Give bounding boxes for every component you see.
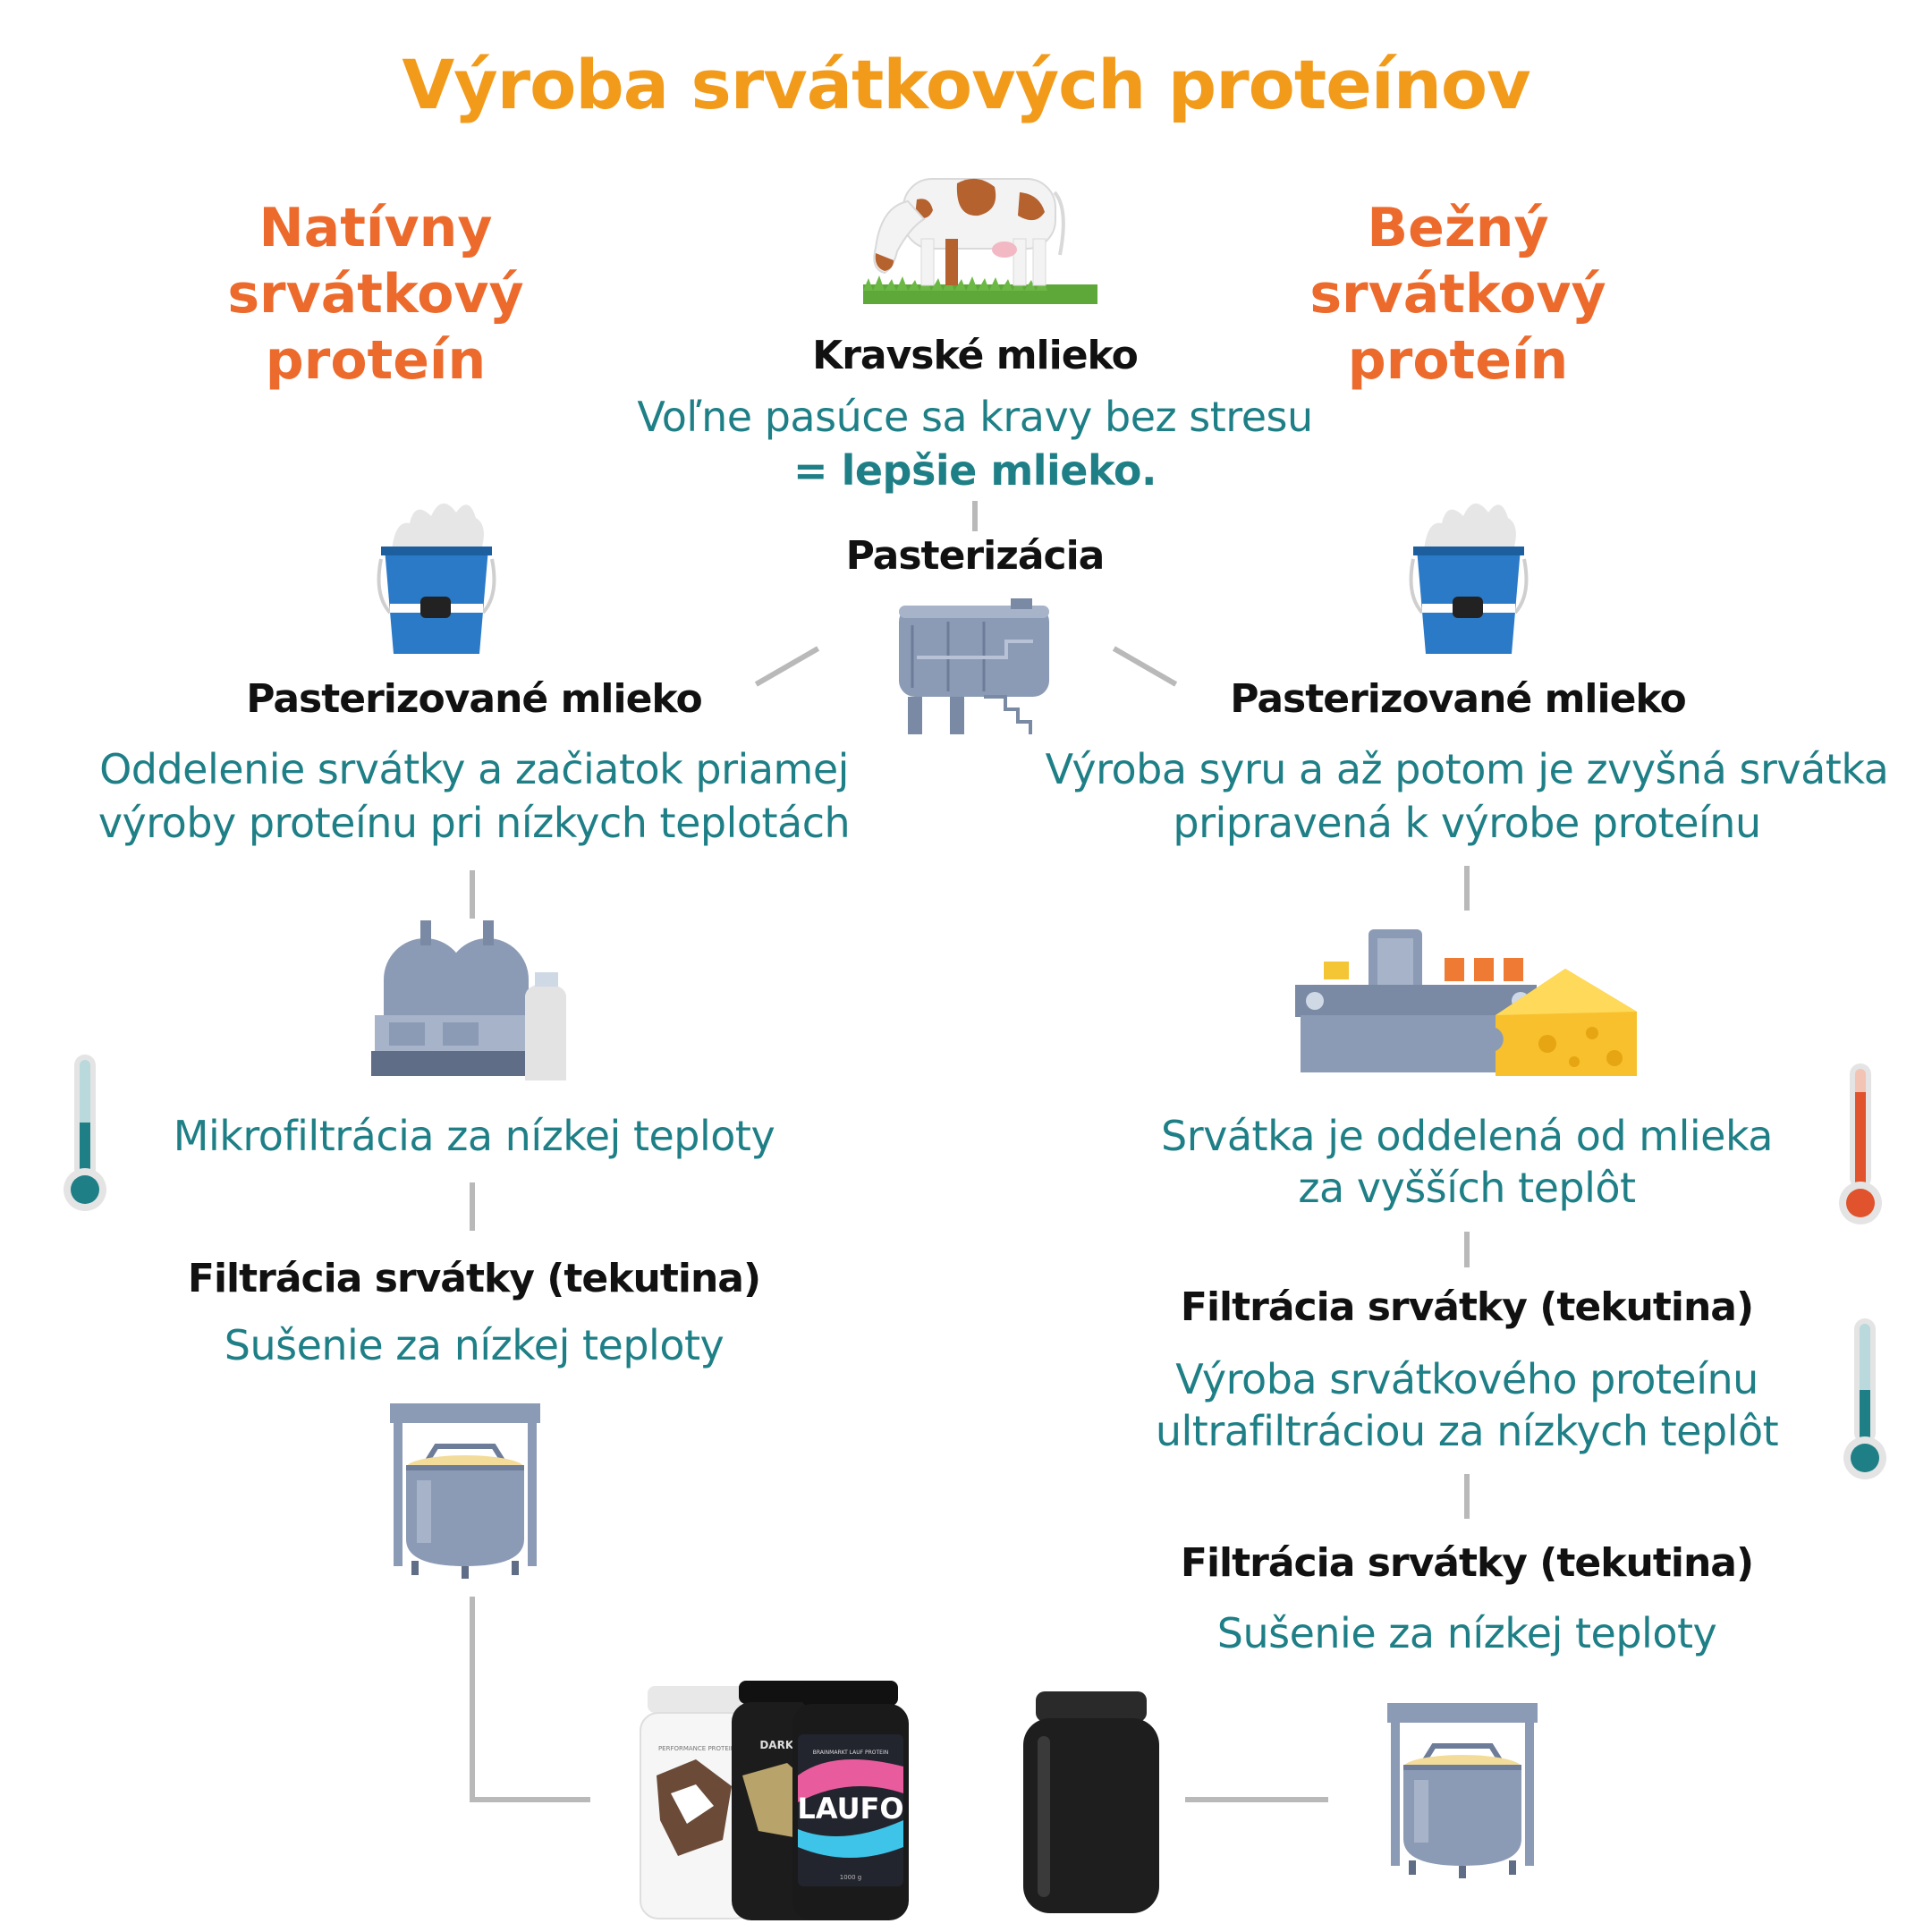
svg-text:LAUFO: LAUFO (797, 1792, 903, 1826)
milk-bucket-icon (377, 503, 496, 654)
connector (1464, 1232, 1470, 1267)
connector (470, 870, 475, 919)
connector (972, 501, 978, 531)
left-drying: Sušenie za nízkej teploty (224, 1321, 724, 1369)
right-drying: Sušenie za nízkej teploty (1216, 1609, 1717, 1657)
right-filtration-1: Filtrácia srvátky (tekutina) (1180, 1284, 1754, 1330)
right-separated-1: Srvátka je oddelená od mlieka (1161, 1112, 1773, 1160)
right-filtration-2: Filtrácia srvátky (tekutina) (1180, 1540, 1754, 1586)
connector (1464, 866, 1470, 911)
svg-text:PERFORMANCE PROTEIN: PERFORMANCE PROTEIN (658, 1745, 735, 1752)
svg-text:BRAINMARKT LAUF PROTEIN: BRAINMARKT LAUF PROTEIN (813, 1750, 888, 1756)
right-pasteurized-milk: Pasterizované mlieko (1230, 676, 1686, 722)
milk-bucket-icon (1409, 503, 1529, 654)
connector (470, 1182, 475, 1231)
left-filtration: Filtrácia srvátky (tekutina) (187, 1256, 761, 1301)
cold-thermometer-icon (64, 1055, 106, 1211)
hot-thermometer-icon (1839, 1063, 1882, 1224)
right-cheese-2: pripravená k výrobe proteínu (1173, 799, 1761, 847)
right-ultrafiltration-1: Výroba srvátkového proteínu (1175, 1355, 1758, 1403)
dairy-plant-icon (371, 920, 566, 1080)
cold-thermometer-icon (1843, 1318, 1886, 1479)
left-separation-2: výroby proteínu pri nízkych teplotách (97, 799, 851, 847)
left-separation-1: Oddelenie srvátky a začiatok priamej (99, 745, 849, 793)
right-ultrafiltration-2: ultrafiltráciou za nízkych teplôt (1155, 1407, 1779, 1455)
dryer-vat-icon (390, 1403, 540, 1579)
cow-milk-desc-1: Voľne pasúce sa kravy bez stresu (637, 393, 1313, 441)
connector (470, 1597, 475, 1802)
cow-milk-label: Kravské mlieko (812, 333, 1139, 378)
protein-jars-icon: PERFORMANCE PROTEIN DARK KN BRAINMARKT L… (640, 1681, 909, 1920)
right-cheese-1: Výroba syru a až potom je zvyšná srvátka (1045, 745, 1889, 793)
left-microfiltration: Mikrofiltrácia za nízkej teploty (173, 1112, 775, 1160)
connector (470, 1797, 590, 1802)
connector (1464, 1474, 1470, 1519)
page-title: Výroba srvátkových proteínov (402, 45, 1530, 124)
pasteurization-tank-icon (899, 598, 1049, 734)
right-separated-2: za vyšších teplôt (1298, 1164, 1636, 1212)
generic-protein-jar-icon (1023, 1691, 1159, 1913)
cow-icon (863, 178, 1097, 304)
connector (1185, 1797, 1328, 1802)
right-column-heading: Bežný srvátkový proteín (1309, 197, 1606, 392)
left-pasteurized-milk: Pasterizované mlieko (246, 676, 702, 722)
pasteurization-label: Pasterizácia (845, 533, 1106, 579)
cheese-factory-icon (1295, 929, 1637, 1076)
dryer-vat-icon (1387, 1703, 1538, 1878)
svg-text:1000 g: 1000 g (840, 1874, 861, 1881)
cow-milk-desc-2: = lepšie mlieko. (793, 446, 1157, 495)
left-column-heading: Natívny srvátkový proteín (227, 197, 524, 392)
